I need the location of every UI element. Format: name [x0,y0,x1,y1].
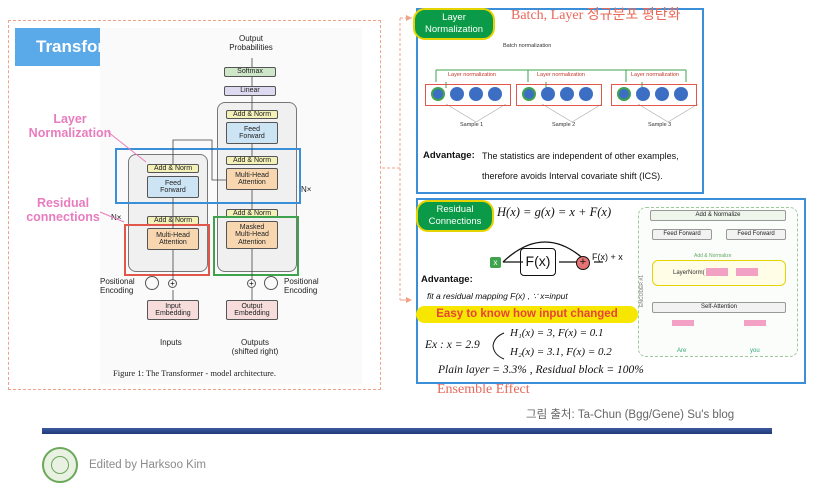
neuron [488,87,502,101]
batch-norm-label: Batch normalization [503,43,552,49]
norm-network [435,69,699,123]
residual-formula: H(x) = g(x) = x + F(x) [497,205,612,219]
layer-norm-tag: Layer Normalization [413,8,495,40]
neuron [617,87,631,101]
decoder-feed-forward: Feed Forward [226,122,278,144]
enc-feed-forward-2: Feed Forward [726,229,786,240]
encoder-mini-side-label: ENCODER #1 [638,275,645,307]
footer-editor: Edited by Harksoo Kim [89,459,206,471]
fx-plus-x-label: F(x) + x [592,252,623,262]
neuron [469,87,483,101]
linear-box: Linear [224,86,276,96]
transformer-panel [8,20,381,390]
softmax-box: Softmax [224,67,276,77]
enc-add-normalize-top: Add & Normalize [650,210,786,221]
ln-advantage-label: Advantage: [423,150,475,161]
enc-input-vector-2 [744,320,766,326]
res-advantage-label: Advantage: [421,274,473,285]
outputs-label: Outputs (shifted right) [231,338,279,356]
ln-advantage-text-2: therefore avoids Interval covariate shif… [482,171,663,181]
neuron [674,87,688,101]
res-highlight: Easy to know how input changed [416,306,638,323]
sample-group-3 [611,84,697,106]
sample-group-2 [516,84,602,106]
enc-layernorm-label: LayerNorm( [673,270,705,276]
layer-norm-label-2: Layer normalization [537,72,585,78]
footer-bar [42,428,772,434]
layer-norm-annotation: Layer Normalization [28,112,112,140]
neuron [560,87,574,101]
encoder-positional-label: Positional Encoding [100,277,135,295]
image-source: 그림 출처: Ta-Chun (Bgg/Gene) Su's blog [526,409,735,421]
residual-tag: Residual Connections [416,200,494,232]
neuron [522,87,536,101]
encoder-nx-label: N× [111,213,122,222]
input-embedding-box: Input Embedding [147,300,199,320]
enc-word-are: Are [677,348,687,354]
sample-label-1: Sample 1 [460,122,484,128]
sample-label-3: Sample 3 [648,122,672,128]
layer-norm-highlight [115,148,301,204]
residual-annotation: Residual connections [26,196,100,224]
ex-line-2: H₂(x) = 3.1, F(x) = 0.2 [510,346,612,358]
neuron [636,87,650,101]
output-probabilities-label: Output Probabilities [229,34,273,52]
enc-feed-forward-1: Feed Forward [652,229,712,240]
ensemble-effect: Ensemble Effect [437,382,530,397]
decoder-masked-mha: Masked Multi-Head Attention [226,221,278,249]
ln-advantage-text-1: The statistics are independent of other … [482,151,679,161]
enc-word-you: you [750,348,760,354]
decoder-plus-circle: + [247,279,256,288]
sample-group-1 [425,84,511,106]
encoder-residual-highlight [124,224,210,276]
enc-add-normalize-mid: Add & Normalize [694,253,732,259]
neuron [579,87,593,101]
fx-box: F(x) [520,248,556,276]
decoder-positional-label: Positional Encoding [284,277,319,295]
output-embedding-box: Output Embedding [226,300,278,320]
encoder-plus-circle: + [168,279,177,288]
batch-layer-heading: Batch, Layer 정규분포 평탄화 [511,8,681,23]
neuron [431,87,445,101]
inputs-label: Inputs [160,338,182,347]
sample-label-2: Sample 2 [552,122,576,128]
x-input-node: x [490,257,501,268]
university-seal-icon [42,447,78,483]
enc-input-vector-1 [672,320,694,326]
decoder-multi-head-attention: Multi-Head Attention [226,168,278,190]
res-fit-text: fit a residual mapping F(x) , ∵ x=input [427,291,568,301]
enc-vector-1 [706,268,728,276]
figure-caption: Figure 1: The Transformer - model archit… [113,368,276,378]
decoder-add-norm-2: Add & Norm [226,156,278,165]
ex-line-1: H₁(x) = 3, F(x) = 0.1 [510,327,604,339]
encoder-positional-circle [145,276,159,290]
ex-prefix: Ex : x = 2.9 [425,339,480,351]
decoder-residual-highlight [213,216,299,276]
decoder-positional-circle [264,276,278,290]
decoder-add-norm-3: Add & Norm [226,110,278,119]
layer-norm-label-1: Layer normalization [448,72,496,78]
neuron [450,87,464,101]
neuron [541,87,555,101]
decoder-nx-label: N× [301,185,312,194]
neuron [655,87,669,101]
encoder-multi-head-attention: Multi-Head Attention [147,228,199,250]
plus-node: + [576,256,590,270]
layer-norm-label-3: Layer normalization [631,72,679,78]
ex-brace [492,332,505,360]
plain-vs-residual: Plain layer = 3.3% , Residual block = 10… [438,364,644,376]
enc-vector-2 [736,268,758,276]
enc-self-attention: Self-Attention [652,302,786,313]
